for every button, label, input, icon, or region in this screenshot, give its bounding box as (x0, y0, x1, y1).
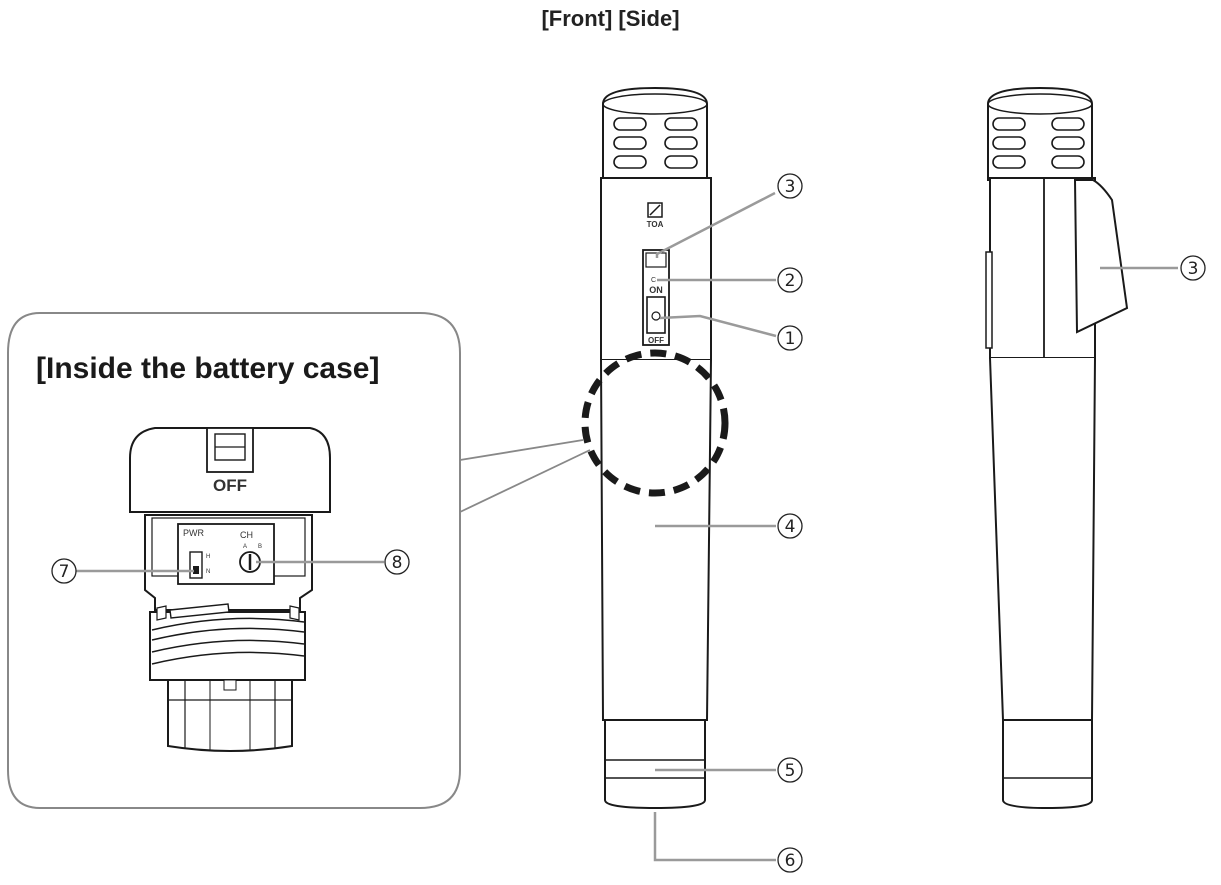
battery-thread-section (149, 611, 306, 681)
callout-2: 2 (785, 271, 796, 291)
inset-title: [Inside the battery case] (36, 352, 380, 385)
callout-5: 5 (785, 761, 796, 781)
callout-3-front: 3 (785, 177, 796, 197)
callout-8: 8 (392, 553, 403, 573)
diagram-header: [Front] [Side] (0, 6, 1221, 32)
front-label: [Front] (541, 6, 613, 31)
pwr-label: PWR (183, 528, 204, 538)
front-microphone: TOA C ON OFF (581, 86, 729, 810)
side-switch-edge (985, 251, 993, 349)
callout-1-circle (777, 325, 803, 351)
side-mic-head (987, 86, 1093, 181)
callout-3-front-circle (777, 173, 803, 199)
callout-1: 1 (785, 329, 796, 349)
off-label: OFF (648, 336, 664, 345)
callout-7-circle (51, 558, 77, 584)
pwr-h-label: H (206, 554, 210, 560)
side-mic-handle (989, 357, 1096, 721)
on-label: ON (649, 285, 663, 295)
battery-case-highlight (581, 349, 729, 497)
inset-connector-top (459, 439, 584, 461)
ch-label: CH (240, 530, 253, 540)
callout-3-side-circle (1180, 255, 1206, 281)
toa-logo-mark (647, 202, 663, 218)
callout-7: 7 (59, 562, 70, 582)
callout-3-side: 3 (1188, 259, 1199, 279)
callout-5-circle (777, 757, 803, 783)
callout-6-circle (777, 847, 803, 873)
side-label: [Side] (618, 6, 680, 31)
leader-line-1 (659, 314, 777, 338)
power-slide-switch (646, 296, 666, 334)
front-mic-head (602, 86, 708, 181)
callout-8-circle (384, 549, 410, 575)
side-microphone: 3 (985, 86, 1206, 810)
side-grille (992, 117, 1085, 169)
front-mic-handle (600, 359, 712, 721)
front-grille (613, 117, 698, 169)
side-mic-bottom-cap (1002, 719, 1093, 810)
dial-mark: C (651, 277, 656, 284)
leader-line-3-front (655, 191, 776, 258)
power-switch (189, 551, 203, 579)
leader-line-6 (653, 812, 776, 862)
callout-4: 4 (785, 517, 796, 537)
front-callouts: 3 2 1 4 5 6 (653, 173, 803, 873)
brand-label: TOA (647, 220, 664, 229)
inset-connector-bottom (459, 449, 591, 513)
callout-6: 6 (785, 851, 796, 871)
pwr-n-label: N (206, 569, 210, 575)
side-mic-clip (1073, 179, 1129, 334)
battery-holder-bottom (167, 679, 293, 752)
ch-b-label: B (258, 544, 262, 550)
inset-off-label: OFF (213, 476, 247, 495)
battery-case-inset: OFF PWR CH A B H N (7, 312, 591, 809)
power-switch-knob (193, 566, 199, 574)
ch-a-label: A (243, 544, 247, 550)
callout-2-circle (777, 267, 803, 293)
front-mic-bottom-cap (604, 719, 706, 810)
callout-4-circle (777, 513, 803, 539)
